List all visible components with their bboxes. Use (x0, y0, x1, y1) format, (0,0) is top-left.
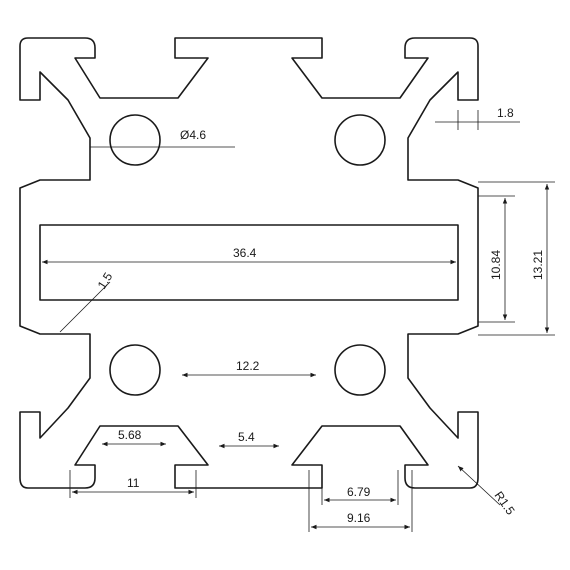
dim-slot-outer-height: 13.21 (531, 250, 545, 280)
hole-bottom-left (109, 344, 161, 396)
hole-top-left (109, 114, 161, 166)
dim-slot-opening-height: 10.84 (489, 250, 503, 280)
dim-slot-lip: 1.8 (497, 106, 514, 120)
dim-hole-diameter: Ø4.6 (180, 128, 206, 142)
dim-core-gap: 12.2 (236, 359, 260, 373)
dim-overall-width: 36.4 (233, 246, 257, 260)
core-outline (39, 224, 459, 301)
profile-outline (19, 37, 479, 489)
dim-wall-line (59, 281, 111, 333)
dim-center-slot-width: 5.4 (238, 430, 255, 444)
hole-top-right (334, 114, 386, 166)
dim-corner-radius: R1.5 (492, 489, 518, 518)
hole-bottom-right (334, 344, 386, 396)
dim-radius-leader (457, 465, 501, 506)
dim-slot-outer-width: 11 (127, 476, 140, 490)
dim-inner-slot-width: 5.68 (118, 428, 142, 442)
dim-slot-width-a: 6.79 (347, 485, 371, 499)
dim-slot-width-b: 9.16 (347, 511, 371, 525)
